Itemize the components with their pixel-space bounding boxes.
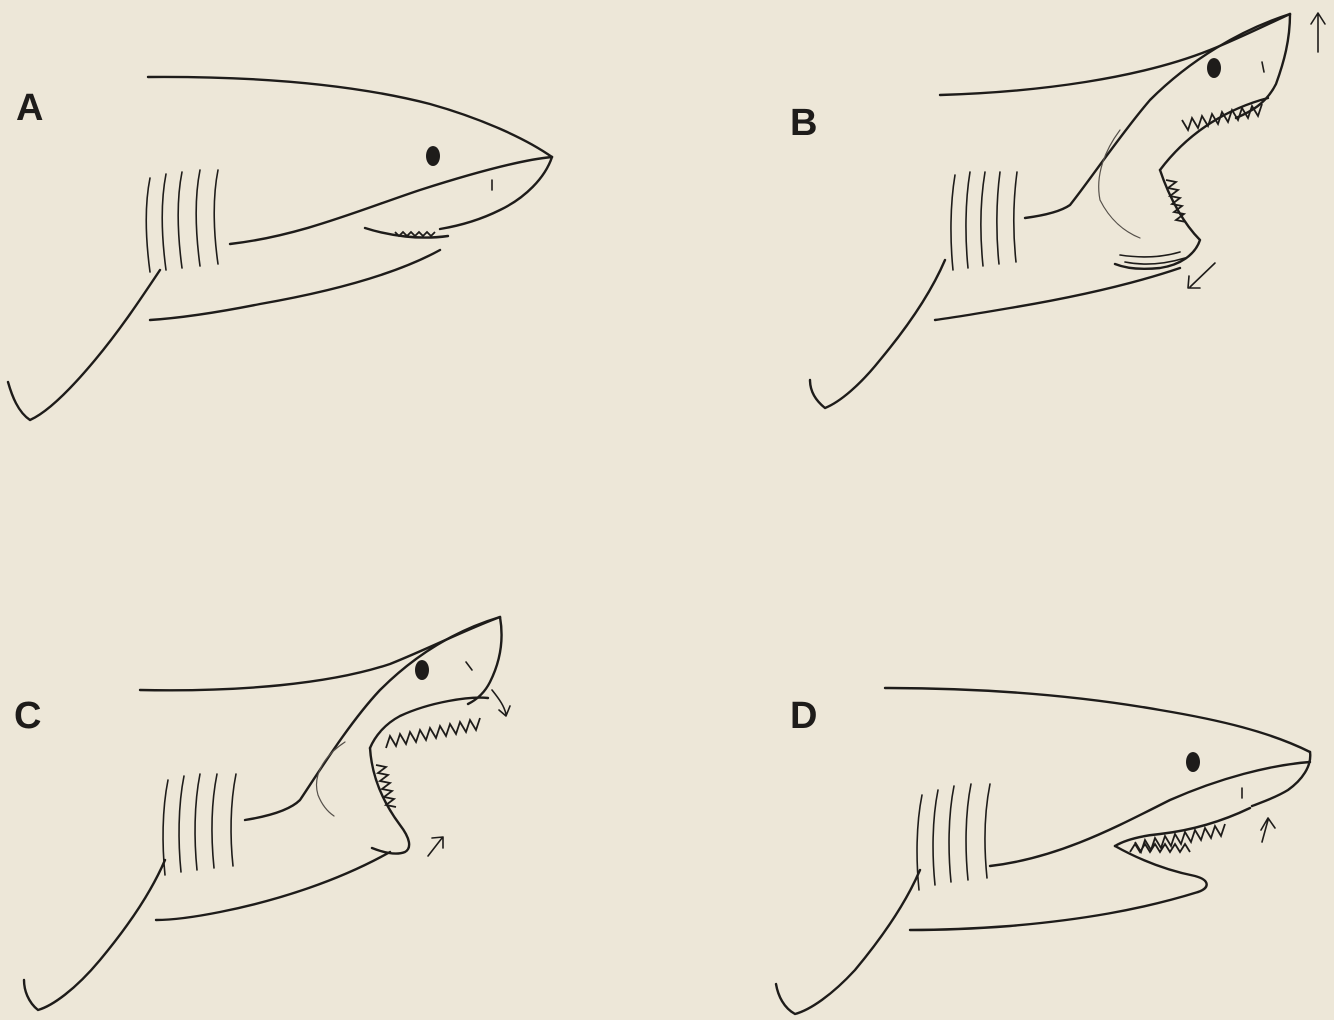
shark-a [8, 77, 552, 420]
shark-c-dorsal-outline [140, 617, 500, 690]
shark-a-gill-slits [146, 170, 218, 272]
shark-d-arrow-up [1261, 818, 1275, 842]
panel-c: C [14, 617, 510, 1010]
shark-b-pectoral-fin [810, 260, 945, 408]
shark-b-lower-jaw [1115, 170, 1200, 269]
shark-b-gill-slits [951, 172, 1017, 270]
shark-b-nostril [1262, 62, 1264, 72]
shark-c-arrow-down [492, 690, 510, 716]
shark-d-snout [1252, 752, 1310, 806]
shark-b [810, 13, 1325, 408]
shark-a-pectoral-fin [8, 270, 160, 420]
panel-label-b: B [790, 102, 817, 144]
shark-b-lower-jaw-folds [1120, 252, 1185, 264]
shark-c-gill-slits [163, 774, 236, 875]
shark-d-eye [1186, 752, 1200, 772]
shark-b-arrow-down [1188, 263, 1215, 288]
shark-a-dorsal-outline [148, 77, 552, 157]
panel-a: A [8, 77, 552, 420]
panel-label-c: C [14, 695, 41, 737]
shark-b-dorsal-outline [940, 14, 1290, 95]
shark-a-belly [150, 250, 440, 320]
shark-d-upper-teeth [1135, 824, 1225, 852]
panel-d: D [776, 688, 1310, 1014]
shark-c-snout [468, 617, 502, 704]
panel-label-a: A [16, 87, 43, 129]
shark-a-upper-head-line [230, 157, 552, 244]
shark-b-upper-head-line [1025, 14, 1290, 218]
shark-d-gill-slits [917, 784, 990, 890]
shark-c-eye [415, 660, 429, 680]
shark-c-jaw-muscle [317, 742, 345, 816]
shark-c-nostril [466, 662, 472, 670]
shark-c-pectoral-fin [24, 860, 165, 1010]
shark-a-eye [426, 146, 440, 166]
shark-d-pectoral-fin [776, 870, 920, 1014]
shark-b-eye [1207, 58, 1221, 78]
shark-c [24, 617, 510, 1010]
shark-c-upper-teeth [386, 718, 480, 748]
shark-c-arrow-up [428, 837, 443, 856]
shark-d [776, 688, 1310, 1014]
shark-c-lower-jaw [370, 748, 409, 854]
panel-label-d: D [790, 695, 817, 737]
panel-b: B [790, 13, 1325, 408]
shark-b-lower-teeth [1166, 180, 1186, 222]
shark-b-jaw-muscle [1099, 130, 1140, 238]
shark-b-belly [935, 268, 1180, 320]
shark-d-belly [910, 892, 1198, 930]
shark-d-dorsal-outline [885, 688, 1310, 752]
shark-b-arrow-up [1311, 13, 1325, 52]
shark-d-lower-jaw [1115, 846, 1207, 892]
shark-c-upper-head-line [245, 617, 500, 820]
shark-c-belly [156, 852, 390, 920]
